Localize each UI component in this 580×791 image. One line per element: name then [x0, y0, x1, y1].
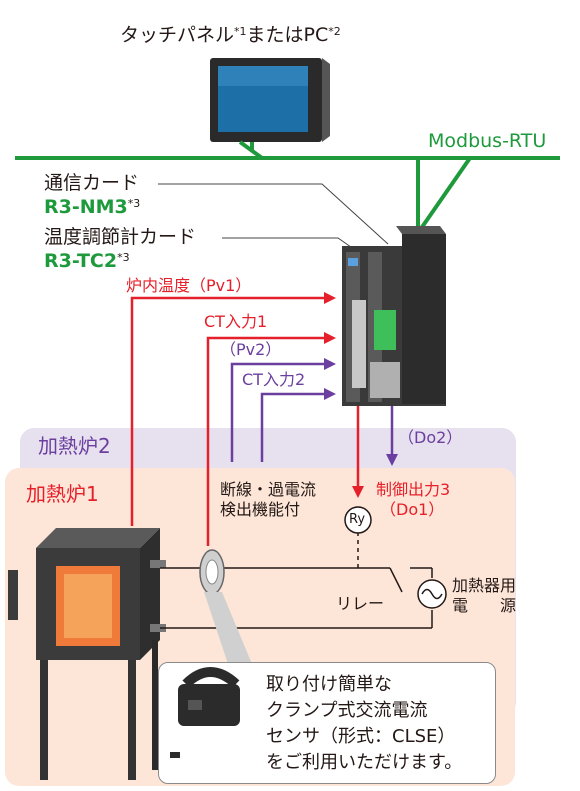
pv2-label: （Pv2）: [220, 340, 282, 359]
heater-power-label-1: 加熱器用: [452, 576, 517, 595]
relay-symbol-label: Ry: [349, 512, 366, 527]
do1-label: （Do1）: [380, 500, 445, 519]
red-signal-lines: [130, 296, 360, 546]
ac-source-icon: [417, 579, 447, 609]
furnace-icon: [8, 528, 166, 780]
touch-panel-label: タッチパネル*1またはPC*2: [120, 24, 341, 46]
callout-pointer: [204, 592, 252, 664]
relay-label: リレー: [336, 594, 385, 613]
modbus-label: Modbus-RTU: [428, 130, 547, 152]
do2-label: （Do2）: [398, 428, 463, 447]
callout-line: クランプ式交流電流: [266, 700, 428, 721]
comm-card-label: 通信カード: [44, 172, 140, 194]
furnace1-label: 加熱炉1: [26, 482, 99, 506]
furnace-temp-label: 炉内温度（Pv1）: [126, 276, 252, 295]
callout-line: センサ（形式：CLSE）: [266, 726, 456, 747]
break-detect-label-2: 検出機能付: [220, 500, 301, 519]
control-output-label: 制御出力3: [376, 480, 451, 499]
ct-input1-label: CT入力1: [204, 312, 268, 331]
red-arrowheads: [324, 292, 364, 498]
touch-panel-icon: [210, 58, 330, 142]
r3-module-icon: [342, 226, 446, 406]
ct-sensor-icon: [199, 549, 225, 595]
power-wiring: [160, 532, 433, 629]
furnace2-label: 加熱炉2: [38, 434, 111, 458]
heater-power-label-2: 電 源: [452, 596, 517, 615]
purple-arrowheads: [324, 358, 398, 466]
relay-circle-icon: [344, 506, 372, 534]
callout-line: 取り付け簡単な: [266, 674, 392, 695]
comm-card-model: R3-NM3*3: [44, 196, 141, 218]
callout-line: をご利用いただけます。: [266, 752, 463, 773]
purple-signal-lines: [230, 362, 394, 462]
modbus-bus: [15, 140, 560, 236]
temp-card-model: R3-TC2*3: [44, 250, 130, 272]
break-detect-label-1: 断線・過電流: [220, 480, 317, 499]
ct-input2-label: CT入力2: [242, 370, 306, 389]
clamp-sensor-icon: [170, 667, 240, 758]
callout-text: 取り付け簡単な クランプ式交流電流 センサ（形式：CLSE） をご利用いただけま…: [266, 672, 462, 776]
temp-card-label: 温度調節計カード: [44, 226, 197, 248]
